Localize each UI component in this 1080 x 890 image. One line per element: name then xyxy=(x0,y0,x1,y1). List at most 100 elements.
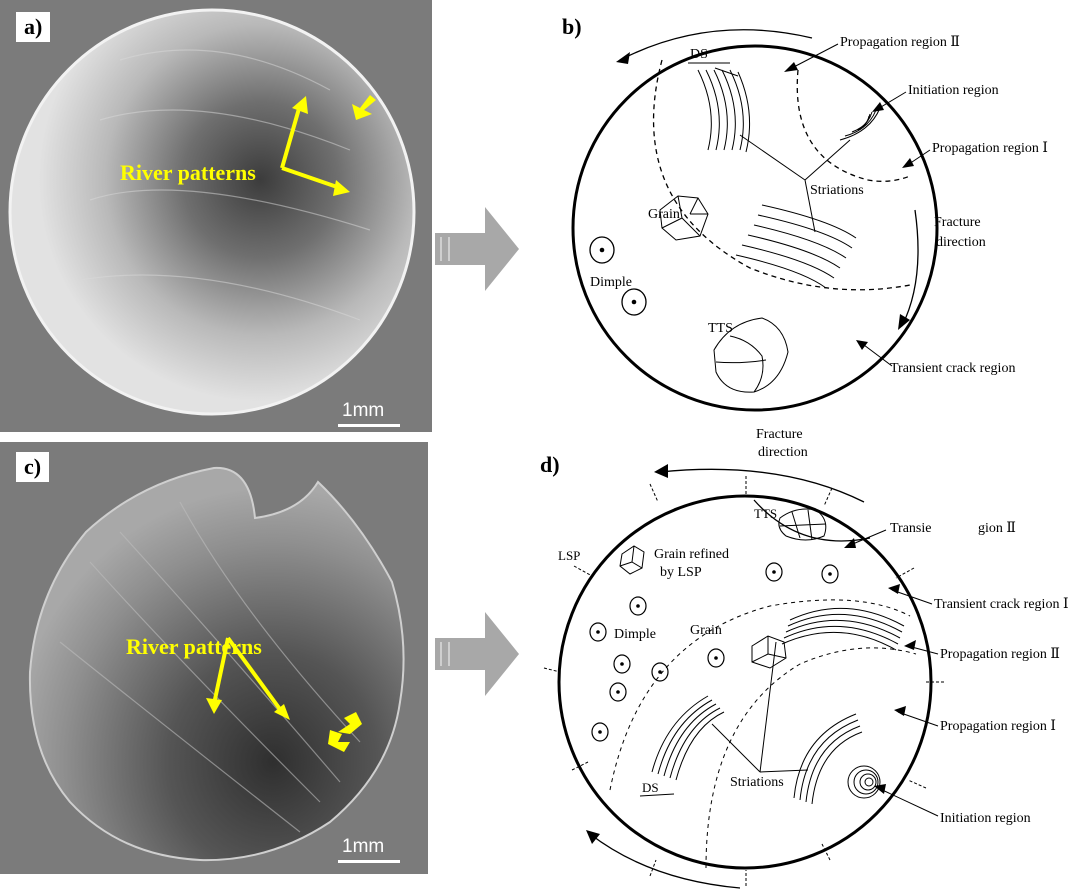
transient-arrowhead-b xyxy=(856,340,868,350)
grain-cells-b xyxy=(659,195,709,241)
ds-label-d: DS xyxy=(642,780,659,795)
fracture-label-d-line1: Fracture xyxy=(756,427,803,442)
initiation-rings-d xyxy=(847,765,881,799)
specimen-outline-d xyxy=(557,494,933,870)
grain-refined-label-d-line2: by LSP xyxy=(660,565,702,580)
initiation-label-d: Initiation region xyxy=(940,811,1031,826)
river-patterns-label-a: River patterns xyxy=(120,160,256,185)
panel-label-d: d) xyxy=(540,452,560,477)
annotation-arrowhead-c2 xyxy=(274,704,290,720)
ds-arrow-b xyxy=(714,67,739,77)
initiation-arcs-b xyxy=(839,107,881,141)
tts-region-boundary-d xyxy=(753,499,871,542)
fracture-label-d-line2: direction xyxy=(758,445,808,460)
tts-label-d: TTS xyxy=(754,506,777,521)
diagram-d: d) Fracture direction TTS Transie gion Ⅱ… xyxy=(540,427,1068,889)
boundary-initiation-b xyxy=(796,69,911,182)
texture-a xyxy=(79,49,371,321)
grain-label-d: Grain xyxy=(690,623,722,638)
sem-photo-a: River patterns xyxy=(0,0,432,432)
fracture-label-b-line1: Fracture xyxy=(934,215,981,230)
propagation1-label-d: Propagation region Ⅰ xyxy=(940,719,1056,734)
fracture-direction-arc-top-b xyxy=(619,29,813,61)
initiation-pointer-d xyxy=(877,787,939,817)
propagation2-arrowhead-b xyxy=(784,62,798,72)
fracture-direction-arc-top-d xyxy=(659,468,865,503)
fracture-surface-a xyxy=(8,8,416,416)
boundary-transient1-d xyxy=(609,599,911,791)
lsp-label-d: LSP xyxy=(558,548,580,563)
striations-lower-d xyxy=(651,695,725,781)
fracture-surface-c xyxy=(28,466,405,862)
sem-photo-c: River patterns xyxy=(0,442,428,874)
transient1-label-d: Transient crack region Ⅰ xyxy=(934,597,1068,612)
striations-upper-d xyxy=(781,607,905,651)
striation-pointers-d xyxy=(711,641,809,773)
fracture-direction-arrowhead-top-d xyxy=(654,464,668,478)
transient1-arrowhead-d xyxy=(888,584,900,594)
transient2-label-d-a: Transie xyxy=(890,521,932,536)
dimple-group-b xyxy=(589,236,647,316)
panel-label-b: b) xyxy=(562,14,582,39)
grain-label-b: Grain xyxy=(648,207,680,222)
grain-refined-label-d-line1: Grain refined xyxy=(654,547,729,562)
initiation-marker-c2 xyxy=(328,730,350,752)
annotation-arrow-a2 xyxy=(281,166,341,190)
grain-cells-d xyxy=(751,635,787,669)
fracture-direction-arrowhead-right-b xyxy=(898,314,910,330)
propagation2-label-b: Propagation region Ⅱ xyxy=(840,35,960,50)
fracture-direction-arrowhead-top-b xyxy=(616,52,630,64)
scale-text-a: 1mm xyxy=(342,400,385,421)
transient2-arrowhead-d xyxy=(844,538,856,548)
dimple-label-b: Dimple xyxy=(590,275,632,290)
initiation-marker-a xyxy=(352,95,376,120)
initiation-arrowhead-d xyxy=(874,784,886,794)
annotation-arrowhead-c1 xyxy=(206,698,222,714)
diagram-b: b) DS Striations Grain Dimp xyxy=(562,14,1048,412)
initiation-label-b: Initiation region xyxy=(908,83,999,98)
striations-label-d: Striations xyxy=(730,775,784,790)
striation-pointers-b xyxy=(739,134,851,233)
sem-image-a: River patterns xyxy=(8,8,416,416)
panel-label-c: c) xyxy=(16,452,50,482)
grain-refined-cells-d xyxy=(619,545,645,575)
striations-upper-b xyxy=(697,69,751,153)
annotation-arrowhead-a2 xyxy=(333,180,350,196)
dimple-group-d xyxy=(589,562,839,742)
tts-cells-d xyxy=(778,508,827,541)
specimen-outline-b xyxy=(571,44,939,412)
fracture-direction-arc-right-b xyxy=(901,209,919,327)
annotation-arrow-c1 xyxy=(212,637,230,705)
fracture-direction-arc-bottom-d xyxy=(589,833,741,889)
tts-shape-b xyxy=(713,317,789,393)
propagation1-label-b: Propagation region Ⅰ xyxy=(932,141,1048,156)
panel-label-a: a) xyxy=(16,12,51,42)
scale-text-c: 1mm xyxy=(342,836,385,857)
striations-lower-b xyxy=(735,204,857,289)
tts-label-b: TTS xyxy=(708,321,733,336)
scale-bar-a xyxy=(338,424,400,427)
river-patterns-label-c: River patterns xyxy=(126,634,262,659)
propagation2-pointer-b xyxy=(787,43,839,71)
boundary-propagation2-b xyxy=(652,59,911,291)
boundary-propagation-d xyxy=(705,647,917,869)
transient-label-b: Transient crack region xyxy=(890,361,1015,376)
fracture-label-b-line2: direction xyxy=(936,235,986,250)
propagation2-label-d: Propagation region Ⅱ xyxy=(940,647,1060,662)
fracture-direction-arrowhead-bottom-d xyxy=(586,830,600,844)
striations-label-b: Striations xyxy=(810,183,864,198)
propagation1-pointer-d xyxy=(897,711,939,727)
dimple-label-d: Dimple xyxy=(614,627,656,642)
transient2-label-d-b: gion Ⅱ xyxy=(978,521,1016,536)
annotation-arrowhead-a1 xyxy=(292,96,308,114)
ds-line-d xyxy=(639,793,675,797)
initiation-marker-c1 xyxy=(338,712,362,734)
annotation-arrow-a1 xyxy=(280,104,302,169)
dimple-dots-d xyxy=(596,570,832,734)
propagation1-arrowhead-d xyxy=(894,706,906,716)
propagation1-arrowhead-b xyxy=(902,158,914,168)
scale-bar-c xyxy=(338,860,400,863)
sem-image-c: River patterns xyxy=(28,466,405,862)
ds-label-b: DS xyxy=(690,47,708,62)
flow-arrow-bottom xyxy=(435,612,519,696)
